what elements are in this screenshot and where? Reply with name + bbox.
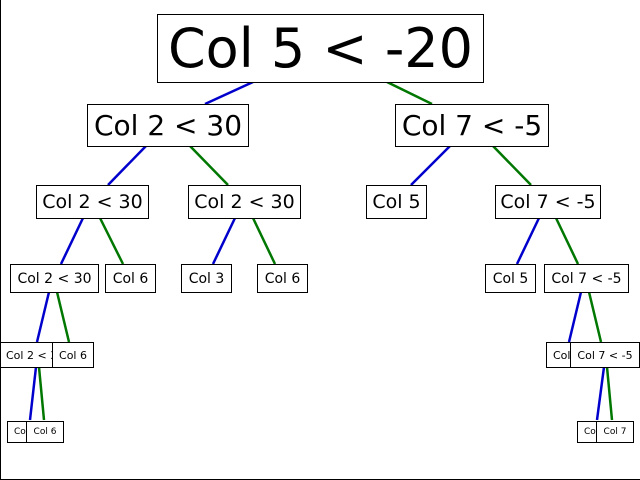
edge-left-left (107, 145, 147, 186)
edge-right-left (410, 145, 451, 186)
node-d3-rrl: Col 5 (485, 264, 536, 293)
node-d4-llll: Col 2 < 30 (0, 342, 56, 368)
node-d2-rl: Col 5 (366, 185, 427, 219)
edge-rrrr-right (605, 366, 614, 421)
node-d3-llr: Col 6 (105, 264, 156, 293)
edge-ll-right (98, 217, 125, 265)
node-d1-right: Col 7 < -5 (395, 104, 549, 147)
edge-root-left (204, 80, 254, 106)
node-d2-lr: Col 2 < 30 (188, 185, 301, 219)
node-d2-ll: Col 2 < 30 (36, 185, 149, 219)
edge-rrrr-left (595, 366, 606, 421)
node-d3-rrr: Col 7 < -5 (544, 264, 629, 293)
edge-rr-right (554, 217, 580, 265)
edge-ll-left (59, 217, 85, 265)
edge-right-right (492, 145, 532, 186)
edge-root-right (386, 80, 433, 106)
edge-llll-right (37, 366, 46, 421)
node-d2-rr: Col 7 < -5 (495, 185, 601, 219)
node-d3-lrl: Col 3 (181, 264, 232, 293)
node-d4-lllr: Col 6 (52, 342, 94, 368)
node-d3-lrr: Col 6 (257, 264, 308, 293)
node-d5-llllr: Col 6 (26, 421, 64, 443)
node-d3-lll: Col 2 < 30 (10, 264, 99, 293)
edge-lr-left (211, 217, 237, 265)
edge-lll-right (55, 291, 71, 343)
edge-rrr-left (567, 291, 583, 343)
edge-rrr-right (587, 291, 603, 343)
edge-llll-left (28, 366, 38, 421)
node-d4-rrrr: Col 7 < -5 (570, 342, 640, 368)
edge-lr-right (251, 217, 277, 265)
edge-lll-left (35, 291, 51, 343)
edge-left-right (189, 145, 229, 186)
edge-rr-left (515, 217, 541, 265)
node-d1-left: Col 2 < 30 (87, 104, 249, 147)
node-root: Col 5 < -20 (157, 14, 484, 83)
node-d5-rrrrr: Col 7 (596, 421, 634, 443)
